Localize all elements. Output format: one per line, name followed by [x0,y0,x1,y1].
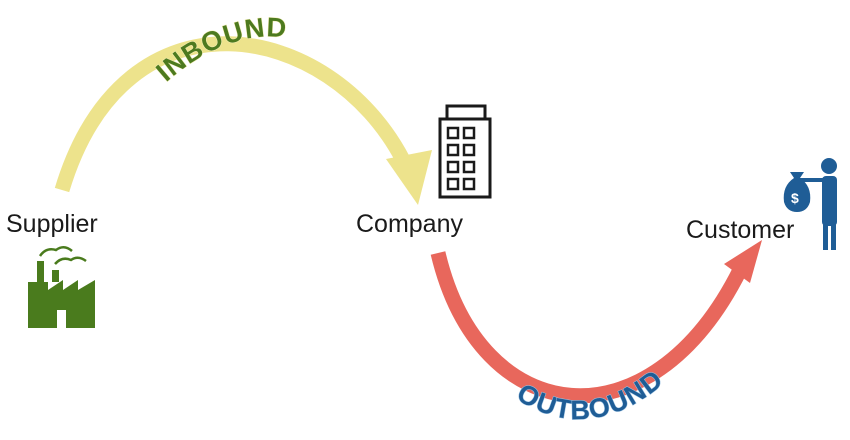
inbound-arrow-shaft [54,36,410,193]
supplier-label: Supplier [6,210,98,238]
company-label: Company [356,210,463,238]
outbound-arrow [430,240,762,404]
outbound-arrow-shaft [430,251,747,404]
customer-label: Customer [686,216,794,244]
factory-icon [28,246,95,328]
inbound-arrow [54,36,432,205]
outbound-arrowhead [724,240,762,283]
office-building-icon [438,104,492,199]
person-with-money-bag-icon: $ [783,158,837,250]
inbound-arrowhead [386,150,432,205]
svg-text:$: $ [791,190,799,206]
